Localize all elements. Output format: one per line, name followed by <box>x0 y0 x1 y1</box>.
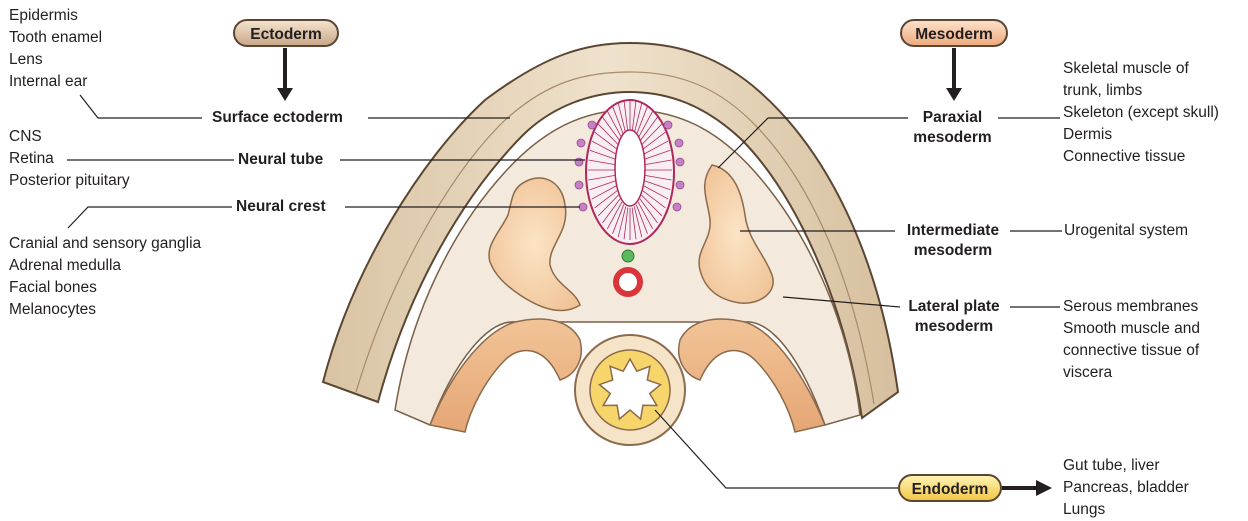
derivative-item: Retina <box>9 148 130 170</box>
intermediate-mesoderm-line-2: mesoderm <box>898 241 1008 261</box>
surface-ectoderm-derivatives: Epidermis Tooth enamel Lens Internal ear <box>9 5 102 93</box>
intermediate-mesoderm-label: Intermediate mesoderm <box>898 221 1008 261</box>
derivative-item: Lungs <box>1063 499 1189 521</box>
neural-crest-cell <box>577 139 585 147</box>
neural-crest-cell <box>676 181 684 189</box>
derivative-item: Pancreas, bladder <box>1063 477 1189 499</box>
leader-neural-crest-derivatives <box>68 207 232 228</box>
paraxial-mesoderm-line-1: Paraxial <box>905 108 1000 128</box>
derivative-item: Tooth enamel <box>9 27 102 49</box>
derivative-item: Skeleton (except skull) <box>1063 102 1219 124</box>
mesoderm-arrow-head <box>946 88 962 101</box>
leader-endoderm <box>655 410 898 488</box>
ectoderm-badge: Ectoderm <box>233 19 339 47</box>
derivative-item: Melanocytes <box>9 299 201 321</box>
neural-crest-cell <box>675 139 683 147</box>
derivative-item: Smooth muscle and <box>1063 318 1200 340</box>
neural-crest-cell <box>588 121 596 129</box>
aorta-lumen <box>619 273 637 291</box>
paraxial-mesoderm-derivatives: Skeletal muscle of trunk, limbs Skeleton… <box>1063 58 1219 168</box>
derivative-item: viscera <box>1063 362 1200 384</box>
surface-ectoderm-label: Surface ectoderm <box>212 108 343 128</box>
lateral-plate-mesoderm-line-1: Lateral plate <box>900 297 1008 317</box>
leader-surface-ectoderm-derivatives <box>80 95 202 118</box>
derivative-item: Skeletal muscle of <box>1063 58 1219 80</box>
ectoderm-arrow-head <box>277 88 293 101</box>
derivative-item: Posterior pituitary <box>9 170 130 192</box>
derivative-item: trunk, limbs <box>1063 80 1219 102</box>
neural-canal <box>615 130 645 206</box>
derivative-item: Epidermis <box>9 5 102 27</box>
notochord <box>622 250 634 262</box>
derivative-item: Lens <box>9 49 102 71</box>
derivative-item: Internal ear <box>9 71 102 93</box>
neural-crest-cell <box>575 158 583 166</box>
paraxial-mesoderm-label: Paraxial mesoderm <box>905 108 1000 148</box>
derivative-item: Serous membranes <box>1063 296 1200 318</box>
derivative-item: Gut tube, liver <box>1063 455 1189 477</box>
neural-crest-cell <box>676 158 684 166</box>
derivative-item: Dermis <box>1063 124 1219 146</box>
neural-crest-cell <box>575 181 583 189</box>
neural-crest-cell <box>664 121 672 129</box>
endoderm-badge: Endoderm <box>898 474 1002 502</box>
neural-tube-label: Neural tube <box>238 150 323 170</box>
neural-crest-cell <box>579 203 587 211</box>
neural-tube-derivatives: CNS Retina Posterior pituitary <box>9 126 130 192</box>
neural-crest-label: Neural crest <box>236 197 326 217</box>
derivative-item: Urogenital system <box>1064 220 1188 242</box>
paraxial-mesoderm-line-2: mesoderm <box>905 128 1000 148</box>
derivative-item: Facial bones <box>9 277 201 299</box>
mesoderm-badge: Mesoderm <box>900 19 1008 47</box>
derivative-item: CNS <box>9 126 130 148</box>
lateral-plate-mesoderm-label: Lateral plate mesoderm <box>900 297 1008 337</box>
neural-crest-derivatives: Cranial and sensory ganglia Adrenal medu… <box>9 233 201 321</box>
intermediate-mesoderm-derivatives: Urogenital system <box>1064 220 1188 242</box>
derivative-item: Adrenal medulla <box>9 255 201 277</box>
derivative-item: Connective tissue <box>1063 146 1219 168</box>
derivative-item: Cranial and sensory ganglia <box>9 233 201 255</box>
endoderm-derivatives: Gut tube, liver Pancreas, bladder Lungs <box>1063 455 1189 521</box>
neural-crest-cell <box>673 203 681 211</box>
lateral-plate-mesoderm-line-2: mesoderm <box>900 317 1008 337</box>
intermediate-mesoderm-line-1: Intermediate <box>898 221 1008 241</box>
lateral-plate-mesoderm-derivatives: Serous membranes Smooth muscle and conne… <box>1063 296 1200 384</box>
endoderm-arrow-head <box>1036 480 1052 496</box>
derivative-item: connective tissue of <box>1063 340 1200 362</box>
